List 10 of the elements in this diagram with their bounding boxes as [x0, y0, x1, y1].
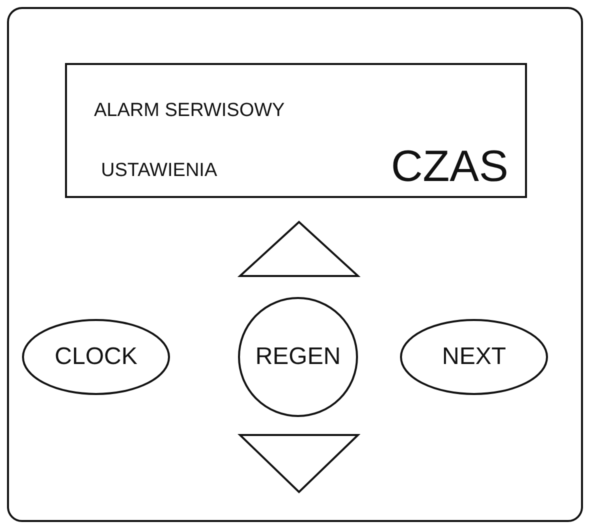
- display-text: ALARM SERWISOWY: [94, 101, 285, 120]
- up-arrow-button: [240, 222, 358, 276]
- down-arrow-button: [240, 435, 358, 492]
- control-panel: [8, 8, 582, 521]
- oval-button: CLOCK: [22, 319, 170, 395]
- display-text: USTAWIENIA: [101, 161, 218, 180]
- lcd-display: [65, 63, 527, 198]
- display-text: CZAS: [391, 145, 508, 189]
- oval-button: NEXT: [400, 319, 548, 395]
- round-button: REGEN: [238, 297, 358, 417]
